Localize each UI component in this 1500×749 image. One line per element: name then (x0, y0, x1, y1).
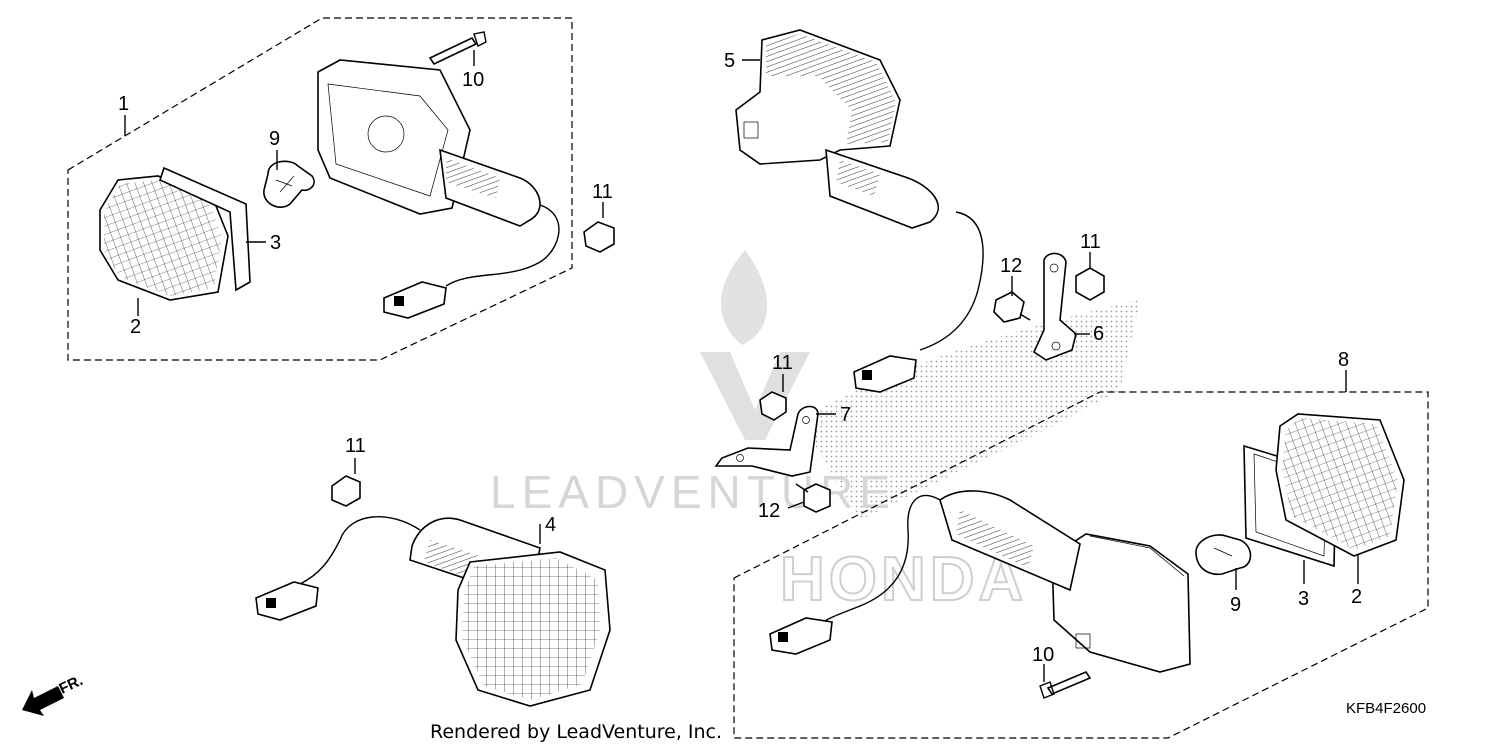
bulb-9-part (1195, 534, 1252, 576)
credit-line: Rendered by LeadVenture, Inc. (430, 721, 722, 743)
callout-8: 8 (1338, 349, 1349, 371)
nut-11-part (583, 221, 615, 253)
screw-10-part (428, 36, 478, 66)
nut-11-part (759, 391, 787, 421)
bracket-6-part (1032, 252, 1077, 361)
callout-6: 6 (1093, 323, 1104, 345)
callout-3: 3 (270, 232, 281, 254)
arrow-left-icon (22, 686, 64, 716)
callout-3: 3 (1298, 588, 1309, 610)
bulb-9-part (263, 160, 315, 208)
assembly-1-front-left-winker: 1 2 3 9 10 11 (67, 17, 615, 361)
callout-12: 12 (1000, 255, 1022, 277)
watermark-text: LEADVENTURE (490, 466, 896, 518)
callout-2: 2 (130, 316, 141, 338)
lens-2-part (99, 175, 229, 301)
bracket-group-6: 12 11 6 (993, 231, 1105, 361)
callout-11: 11 (592, 181, 613, 203)
connector-part (255, 581, 319, 621)
watermark-brand: HONDA (780, 545, 1027, 614)
bracket-group-7: 11 7 12 (714, 352, 851, 522)
winker-housing-part (317, 59, 560, 287)
callout-10: 10 (462, 69, 484, 91)
nut-11-part (1075, 267, 1105, 301)
callout-9: 9 (269, 128, 280, 150)
front-direction-indicator: FR. (22, 672, 86, 716)
callout-2: 2 (1351, 586, 1362, 608)
gasket-3-part (159, 166, 251, 292)
diagram-code: KFB4F2600 (1346, 700, 1426, 717)
callout-9: 9 (1230, 594, 1241, 616)
nut-11-part (331, 475, 361, 507)
callout-12: 12 (758, 500, 780, 522)
assembly-1-frame (67, 17, 573, 361)
watermark-v-icon (700, 352, 810, 440)
bolt-12-part (993, 291, 1025, 323)
connector-part (383, 281, 447, 319)
assembly-8-rear-right-winker: 8 9 3 2 10 (733, 349, 1429, 739)
bolt-12-part (803, 483, 831, 513)
callout-4: 4 (545, 514, 556, 536)
direction-label: FR. (57, 672, 86, 698)
screw-10-part (1046, 671, 1092, 695)
assembly-8-frame (733, 391, 1429, 739)
winker-5-rear-left: 5 (724, 29, 984, 393)
callout-7: 7 (840, 404, 851, 426)
connector-part (769, 617, 833, 655)
callout-11: 11 (345, 435, 366, 457)
callout-11: 11 (1080, 231, 1101, 253)
connector-part (853, 355, 917, 393)
callout-10: 10 (1032, 644, 1054, 666)
callout-11: 11 (772, 352, 793, 374)
callout-5: 5 (724, 50, 735, 72)
callout-1: 1 (118, 93, 129, 115)
bracket-7-part (714, 405, 819, 477)
watermark-flame-icon (720, 250, 768, 345)
winker-4-front-right: 11 4 (255, 435, 611, 707)
lens-2-part (1275, 413, 1405, 557)
